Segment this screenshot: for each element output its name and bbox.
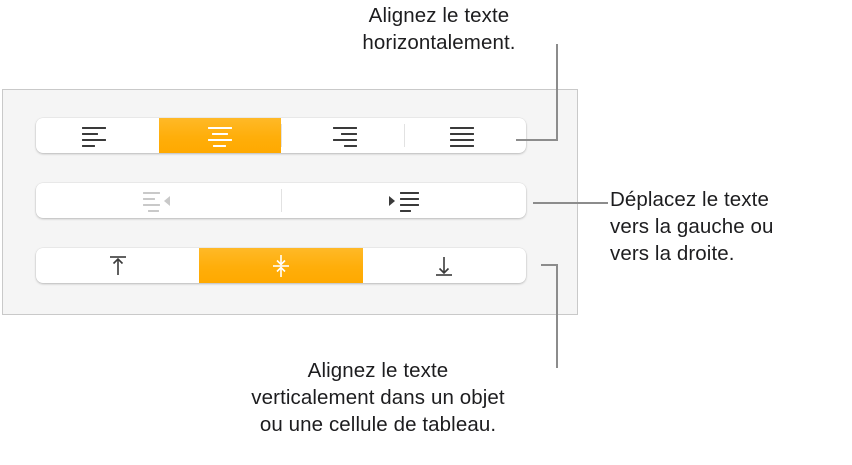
align-justify-button[interactable] xyxy=(403,118,527,153)
align-top-icon xyxy=(105,253,131,279)
align-bottom-button[interactable] xyxy=(363,248,526,283)
text-alignment-inspector xyxy=(2,89,578,315)
segment-divider xyxy=(281,189,282,212)
align-top-button[interactable] xyxy=(36,248,199,283)
align-left-button[interactable] xyxy=(36,118,159,153)
align-middle-icon xyxy=(268,253,294,279)
outdent-button[interactable] xyxy=(36,183,281,218)
segment-divider xyxy=(281,124,282,147)
callout-leader-horizontal xyxy=(516,139,558,141)
callout-leader-vertical xyxy=(541,264,558,266)
align-right-button[interactable] xyxy=(281,118,404,153)
callout-text-horizontal: Alignez le texte horizontalement. xyxy=(362,4,516,54)
callout-text-indent: Déplacez le texte vers la gauche ou vers… xyxy=(610,188,774,265)
align-center-icon xyxy=(203,125,237,148)
align-right-icon xyxy=(325,125,359,148)
align-middle-button[interactable] xyxy=(199,248,363,283)
callout-leader-vertical xyxy=(556,264,558,368)
vertical-alignment-group[interactable] xyxy=(36,248,526,283)
callout-leader-indent xyxy=(533,202,608,204)
horizontal-alignment-group[interactable] xyxy=(36,118,526,153)
indent-button[interactable] xyxy=(281,183,526,218)
indent-icon xyxy=(387,190,421,213)
align-bottom-icon xyxy=(431,253,457,279)
outdent-icon xyxy=(142,190,176,213)
align-center-button[interactable] xyxy=(158,118,281,153)
align-justify-icon xyxy=(448,125,482,148)
segment-divider xyxy=(403,124,405,147)
indent-group[interactable] xyxy=(36,183,526,218)
align-left-icon xyxy=(80,125,114,148)
callout-text-vertical: Alignez le texte verticalement dans un o… xyxy=(251,359,505,436)
callout-leader-horizontal xyxy=(556,44,558,141)
